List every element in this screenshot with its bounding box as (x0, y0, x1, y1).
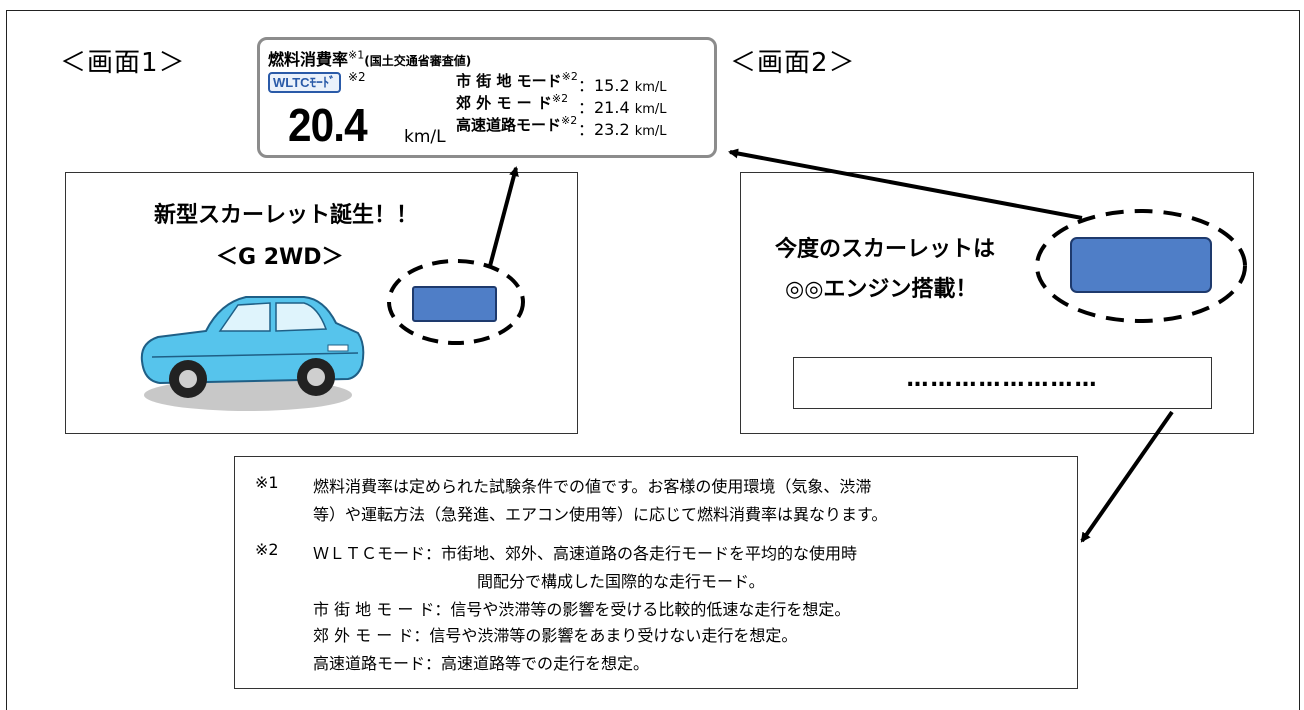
arrow-1 (488, 166, 519, 267)
blue-display-placeholder-1 (412, 286, 497, 322)
screen1-headline: 新型スカーレット誕生！！ (154, 203, 419, 228)
mode-label-urban: 市 街 地 モード※2 (456, 70, 578, 90)
dashed-ellipse-1 (387, 259, 525, 345)
dotted-text-box: …………………… (793, 357, 1212, 409)
combined-value: 20.4 (288, 99, 368, 151)
screen2-headline: 今度のスカーレットは (775, 237, 996, 262)
arrow-3 (1080, 410, 1174, 543)
wltc-mark: ※2 (348, 70, 366, 84)
note2-wltc-cont: 間配分で構成した国際的な走行モード。 (477, 572, 765, 591)
dashed-ellipse-2 (1035, 209, 1247, 323)
note1-mark: ※1 (255, 473, 279, 492)
screen2-subheadline: ◎◎エンジン搭載！ (785, 277, 978, 302)
screen1-subheadline: ＜G 2WD＞ (216, 245, 344, 270)
car-illustration (140, 296, 365, 411)
note2-highway: 高速道路モード：高速道路等での走行を想定。 (313, 654, 650, 673)
screen2-label: ＜画面2＞ (730, 48, 856, 78)
mode-label-suburban: 郊 外 モ ー ド※2 (456, 92, 569, 112)
screen2-panel: 今度のスカーレットは ◎◎エンジン搭載！ (740, 172, 1254, 434)
wltc-badge: WLTCﾓｰﾄﾞ (268, 72, 341, 93)
note1-line2: 等）や運転方法（急発進、エアコン使用等）に応じて燃料消費率は異なります。 (313, 505, 888, 524)
combined-unit: km/L (404, 127, 446, 147)
screen1-panel: 新型スカーレット誕生！！ ＜G 2WD＞ (65, 172, 578, 434)
note2-urban: 市 街 地 モ ー ド：信号や渋滞等の影響を受ける比較的低速な走行を想定。 (313, 600, 851, 619)
fuel-economy-label: 燃料消費率※1(国土交通省審査値) WLTCﾓｰﾄﾞ ※2 20.4 km/L … (257, 37, 717, 158)
screen1-label: ＜画面1＞ (60, 48, 186, 78)
note1-line1: 燃料消費率は定められた試験条件での値です。お客様の使用環境（気象、渋滞 (313, 477, 872, 496)
fuel-label-title: 燃料消費率※1(国土交通省審査値) (268, 48, 472, 69)
note2-suburban: 郊 外 モ ー ド：信号や渋滞等の影響をあまり受けない走行を想定。 (313, 626, 798, 645)
footnotes-box: ※1 燃料消費率は定められた試験条件での値です。お客様の使用環境（気象、渋滞 等… (234, 456, 1078, 689)
note2-mark: ※2 (255, 540, 279, 559)
mode-label-highway: 高速道路モード※2 (456, 114, 578, 134)
outer-frame (6, 10, 1300, 710)
note2-wltc: ＷＬＴＣモード：市街地、郊外、高速道路の各走行モードを平均的な使用時 (313, 544, 858, 563)
mode-value-suburban: ：21.4 km/L (578, 98, 667, 117)
mode-value-urban: ：15.2 km/L (578, 76, 667, 95)
arrow-2 (728, 148, 1083, 220)
blue-display-placeholder-2 (1070, 237, 1212, 293)
mode-value-highway: ：23.2 km/L (578, 120, 667, 139)
